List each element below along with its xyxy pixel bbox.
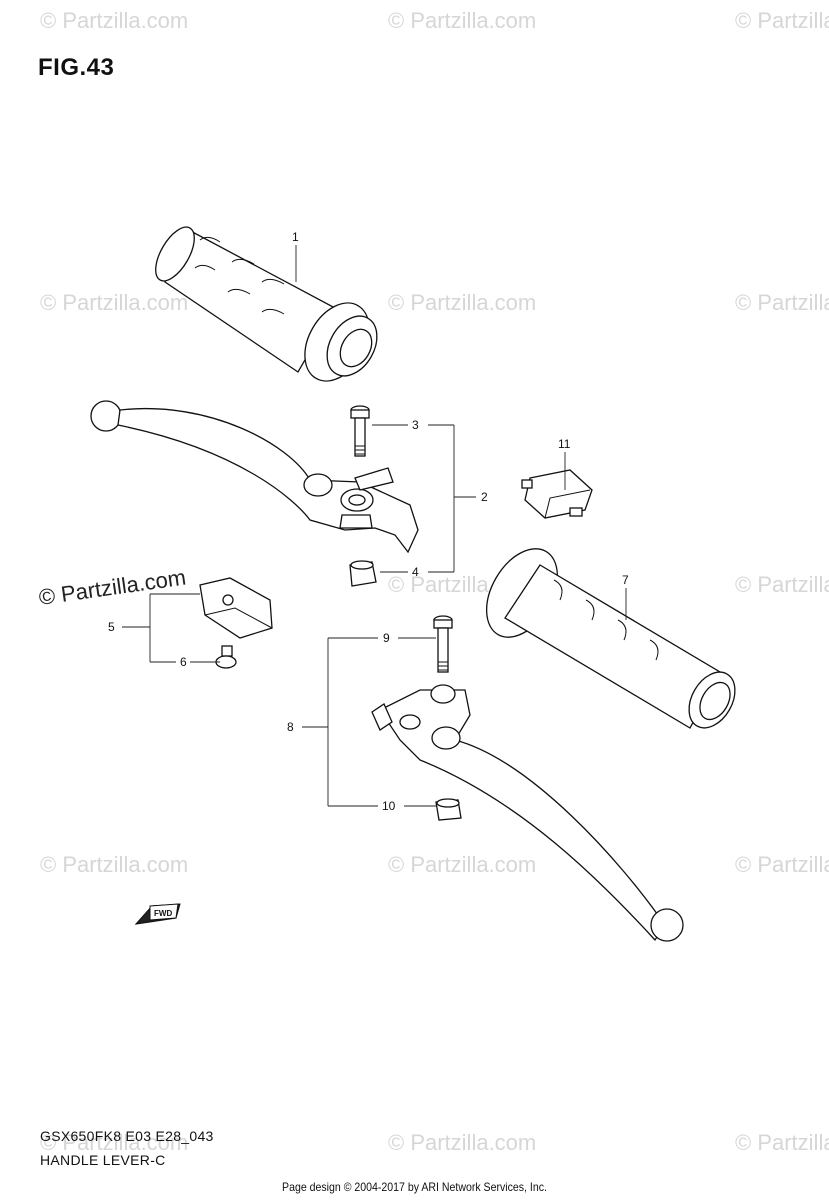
- callout-5: 5: [108, 620, 115, 634]
- watermark: © Partzilla.com: [735, 290, 829, 315]
- part-1-throttle-grip: [155, 226, 378, 382]
- watermark-layer: © Partzilla.com © Partzilla.com © Partzi…: [37, 8, 829, 1155]
- callout-labels: 1 2 3 4 5 6 7 8 9 10 11: [108, 230, 629, 813]
- part-4-nut: [349, 560, 377, 587]
- callout-2: 2: [481, 490, 488, 504]
- watermark: © Partzilla.com: [388, 852, 536, 877]
- watermark: © Partzilla.com: [735, 852, 829, 877]
- watermark: © Partzilla.com: [40, 290, 188, 315]
- callout-8: 8: [287, 720, 294, 734]
- watermark: © Partzilla.com: [388, 8, 536, 33]
- watermark: © Partzilla.com: [735, 1130, 829, 1155]
- callout-10: 10: [382, 799, 396, 813]
- watermark: © Partzilla.com: [735, 572, 829, 597]
- callout-11: 11: [558, 437, 571, 451]
- fwd-direction-marker: FWD: [134, 903, 181, 925]
- page-credit: Page design © 2004-2017 by ARI Network S…: [282, 1180, 547, 1194]
- watermark: © Partzilla.com: [388, 1130, 536, 1155]
- watermark: © Partzilla.com: [40, 8, 188, 33]
- watermark: © Partzilla.com: [388, 290, 536, 315]
- watermark: © Partzilla.com: [40, 1130, 188, 1155]
- watermark-emphasized: © Partzilla.com: [37, 565, 187, 610]
- fwd-badge-label: FWD: [154, 909, 172, 918]
- model-code: GSX650FK8 E03 E28_043: [40, 1128, 214, 1144]
- callout-3: 3: [412, 418, 419, 432]
- part-3-pivot-bolt: [350, 405, 370, 457]
- part-9-pivot-bolt: [433, 615, 453, 673]
- part-5-switch-bracket: [199, 577, 273, 639]
- callout-6: 6: [180, 655, 187, 669]
- part-6-screw: [215, 645, 237, 669]
- part-8-clutch-lever: [371, 684, 684, 942]
- part-7-left-grip: [485, 548, 736, 729]
- callout-1: 1: [292, 230, 299, 244]
- group-name: HANDLE LEVER-C: [40, 1152, 166, 1168]
- part-11-switch: [521, 469, 593, 519]
- callout-7: 7: [622, 573, 629, 587]
- figure-title: FIG.43: [38, 54, 115, 81]
- leader-lines: [122, 245, 627, 807]
- part-10-nut: [435, 798, 462, 821]
- callout-9: 9: [383, 631, 390, 645]
- watermark: © Partzilla.com: [735, 8, 829, 33]
- callout-4: 4: [412, 565, 419, 579]
- watermark: © Partzilla.com: [40, 852, 188, 877]
- part-2-front-brake-lever: [90, 400, 419, 554]
